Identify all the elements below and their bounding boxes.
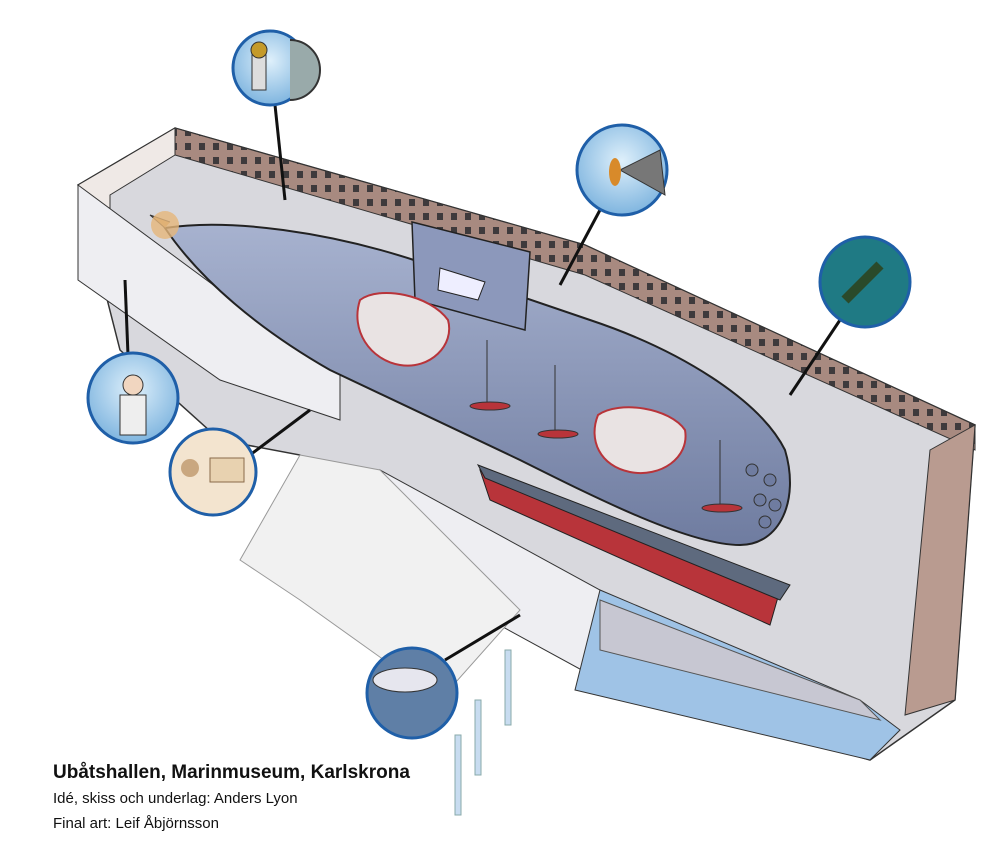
caption-idea-credit: Idé, skiss och underlag: Anders Lyon bbox=[53, 790, 298, 807]
torpedo-tubes bbox=[745, 463, 782, 529]
detail-circle-control-room bbox=[365, 646, 459, 740]
caption-title: Ubåtshallen, Marinmuseum, Karlskrona bbox=[53, 762, 410, 783]
cutaway-interior-1 bbox=[356, 292, 451, 367]
submarine bbox=[149, 214, 791, 547]
detail-circle-cold-visitor bbox=[86, 351, 180, 445]
glass-pillars bbox=[454, 649, 512, 816]
right-wall bbox=[904, 424, 976, 716]
propeller bbox=[151, 211, 179, 239]
conning-tower bbox=[411, 221, 531, 331]
detail-circle-diver bbox=[231, 29, 321, 107]
cutaway-interior-2 bbox=[593, 406, 687, 475]
caption-art-credit: Final art: Leif Åbjörnsson bbox=[53, 815, 219, 832]
detail-circle-propeller bbox=[575, 123, 669, 217]
detail-circle-map-reader bbox=[168, 427, 258, 517]
exhibit-floor bbox=[599, 599, 882, 721]
detail-circle-torpedo bbox=[818, 235, 912, 329]
leader-lines bbox=[123, 104, 842, 662]
submarine-hull-exhibit bbox=[476, 464, 791, 626]
hanging-models bbox=[469, 340, 743, 513]
